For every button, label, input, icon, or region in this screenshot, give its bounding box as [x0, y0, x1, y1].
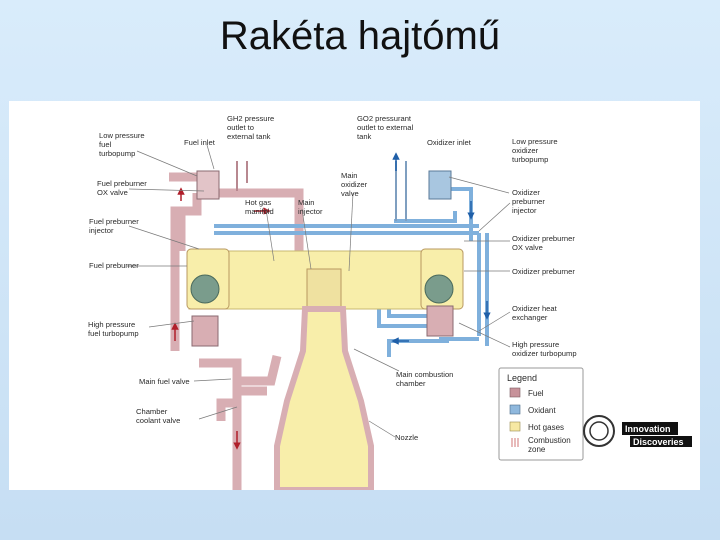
label-high-pressure-oxidizer-turbopump: High pressure oxidizer turbopump — [512, 340, 577, 358]
logo: Innovation Discoveries — [583, 415, 692, 447]
label-oxidizer-inlet: Oxidizer inlet — [427, 138, 472, 147]
engine-diagram: Low pressure fuel turbopump Fuel inlet G… — [9, 101, 700, 499]
label-low-pressure-fuel-turbopump: Low pressure fuel turbopump — [99, 131, 147, 158]
oxidant-pipes — [214, 187, 489, 357]
engine-diagram-svg: Low pressure fuel turbopump Fuel inlet G… — [88, 114, 692, 499]
legend: Legend Fuel Oxidant Hot gases Combustion… — [498, 367, 584, 461]
label-main-injector: Main injector — [298, 198, 323, 216]
turbopumps — [190, 170, 454, 347]
label-fuel-preburner-ox-valve: Fuel preburner OX valve — [97, 179, 149, 197]
label-oxidizer-preburner-ox-valve: Oxidizer preburner OX valve — [512, 234, 577, 252]
label-go2-outlet: GO2 pressurant outlet to external tank — [357, 114, 415, 141]
combustion-zone-icon — [511, 438, 519, 447]
label-oxidizer-heat-exchanger: Oxidizer heat exchanger — [512, 304, 559, 322]
label-low-pressure-oxidizer-turbopump: Low pressure oxidizer turbopump — [512, 137, 560, 164]
legend-item-fuel: Fuel — [528, 389, 544, 398]
label-hot-gas-manifold: Hot gas manifold — [245, 198, 274, 216]
label-main-combustion-chamber: Main combustion chamber — [396, 370, 456, 388]
label-gh2-outlet: GH2 pressure outlet to external tank — [227, 114, 276, 141]
label-main-oxidizer-valve: Main oxidizer valve — [341, 171, 369, 198]
diagram-labels: Low pressure fuel turbopump Fuel inlet G… — [88, 114, 577, 442]
label-fuel-preburner-injector: Fuel preburner injector — [89, 217, 141, 235]
label-oxidizer-preburner-injector: Oxidizer preburner injector — [512, 188, 547, 215]
leader-lines — [127, 144, 511, 438]
fuel-pipes-thin — [236, 161, 248, 191]
legend-item-hot-gases: Hot gases — [528, 423, 564, 432]
logo-line2: Discoveries — [633, 437, 684, 447]
combustion-chamber-nozzle — [274, 306, 374, 493]
label-oxidizer-preburner: Oxidizer preburner — [512, 267, 575, 276]
legend-title: Legend — [507, 373, 537, 383]
label-nozzle: Nozzle — [395, 433, 418, 442]
flow-arrows — [171, 152, 491, 450]
slide-title: Rakéta hajtómű — [219, 14, 501, 58]
logo-line1: Innovation — [625, 424, 671, 434]
label-chamber-coolant-valve: Chamber coolant valve — [136, 407, 180, 425]
label-high-pressure-fuel-turbopump: High pressure fuel turbopump — [88, 320, 139, 338]
label-fuel-inlet: Fuel inlet — [184, 138, 216, 147]
hot-gas-manifold — [186, 248, 464, 310]
legend-item-oxidant: Oxidant — [528, 406, 556, 415]
oxidant-pipes-thin — [395, 161, 407, 221]
legend-item-combustion-zone: Combustion zone — [528, 436, 573, 454]
label-fuel-preburner: Fuel preburner — [89, 261, 139, 270]
label-main-fuel-valve: Main fuel valve — [139, 377, 190, 386]
